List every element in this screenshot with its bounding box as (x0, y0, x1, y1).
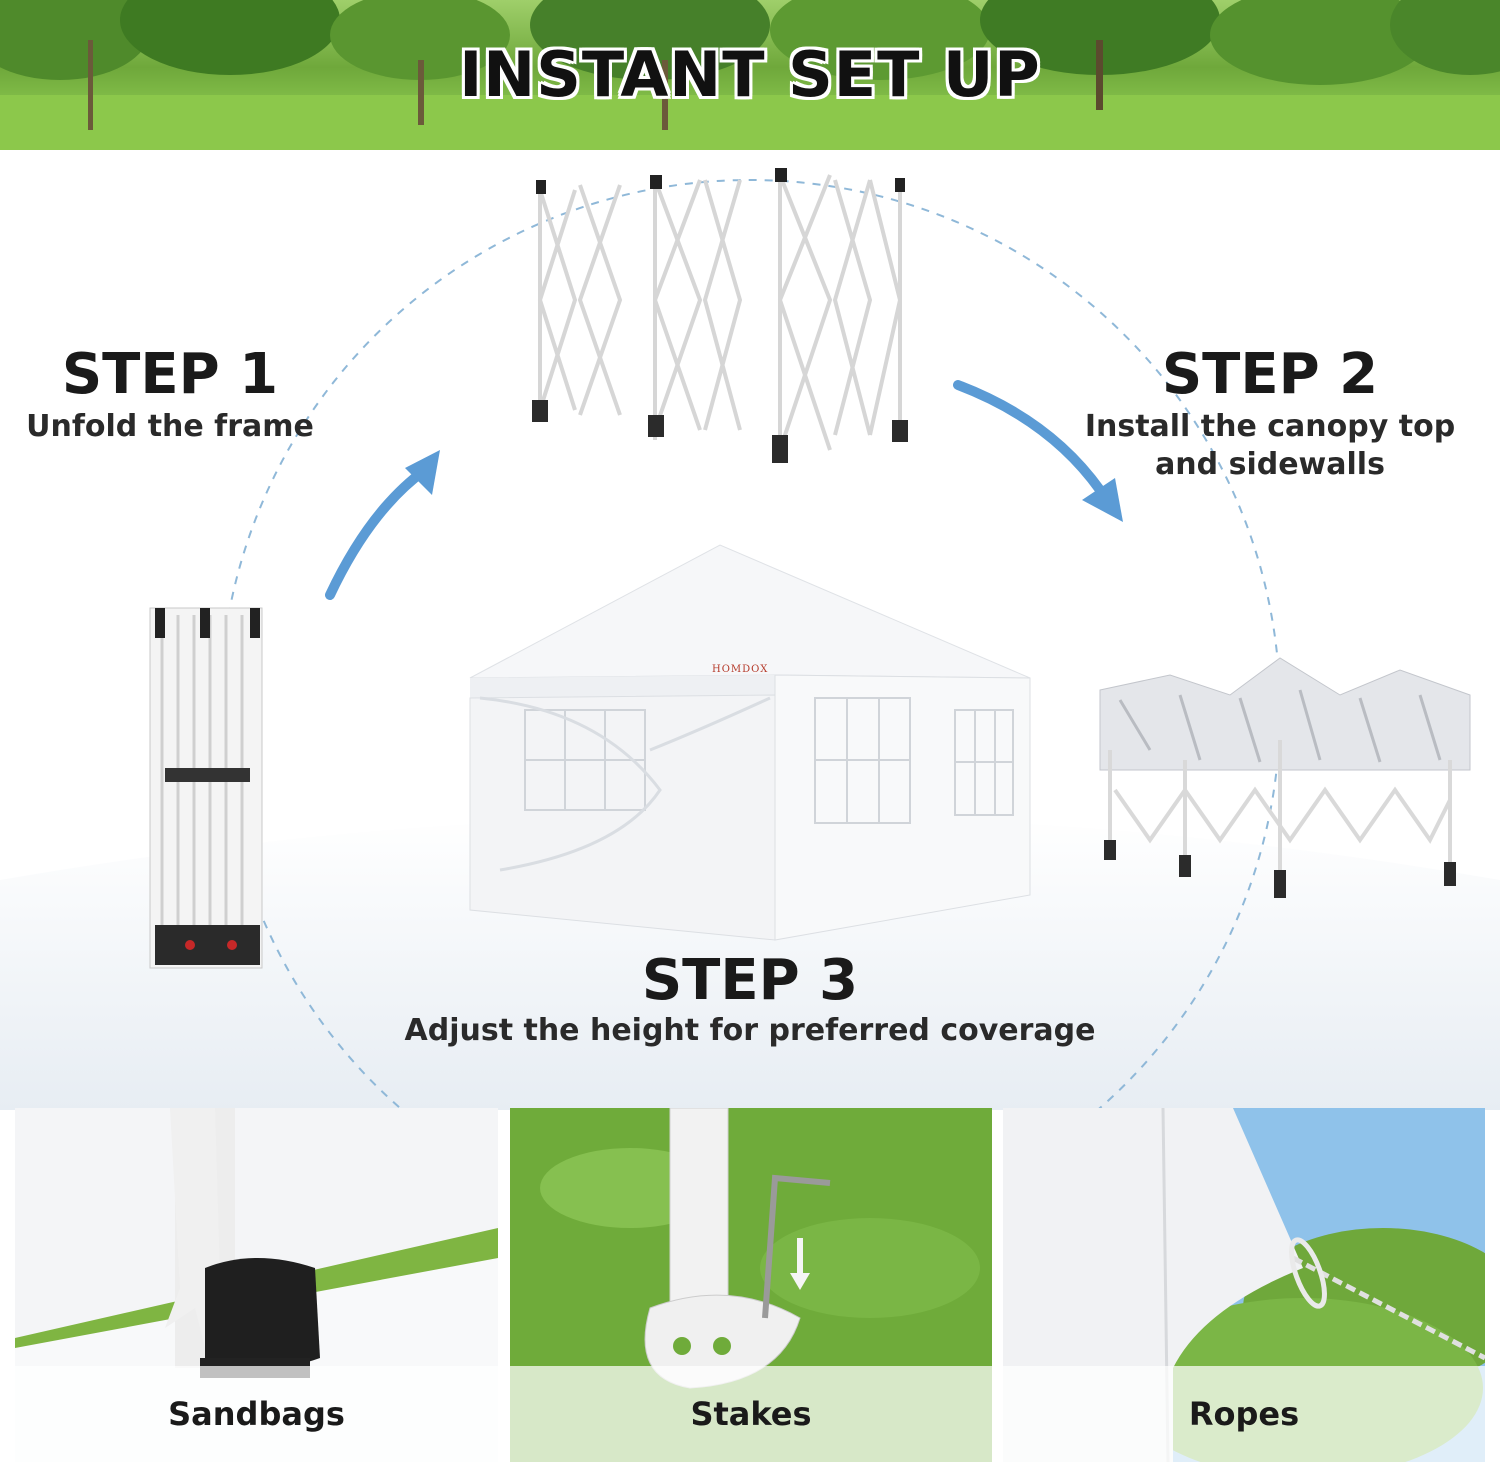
brand-logo: HOMDOX (712, 664, 769, 675)
step-1-title: STEP 1 (61, 342, 279, 407)
step-2-title: STEP 2 (1161, 342, 1379, 407)
arrow-up-right-icon (325, 450, 440, 600)
step-1-desc-line-1: Unfold the frame (26, 409, 314, 444)
ropes-label: Ropes (1003, 1366, 1485, 1462)
accessory-panel-ropes: Ropes (1003, 1108, 1485, 1462)
step-3-desc-line-1: Adjust the height for preferred coverage (404, 1013, 1096, 1048)
complete-tent (469, 544, 1031, 941)
stakes-label: Stakes (510, 1366, 992, 1462)
header-banner: INSTANT SET UP (0, 0, 1500, 150)
banner-title: INSTANT SET UP (459, 38, 1041, 111)
accessory-panel-sandbags: Sandbags (15, 1108, 498, 1462)
frame-feet (532, 168, 908, 463)
arrow-down-icon (790, 1273, 810, 1290)
floor-arc (0, 815, 1500, 1110)
step-2-desc-line-2: and sidewalls (1155, 447, 1385, 482)
folded-frame (149, 607, 263, 969)
sandbags-label: Sandbags (15, 1366, 498, 1462)
accessory-panel-stakes: Stakes (510, 1108, 992, 1462)
unfolded-frame (537, 170, 903, 460)
arrow-down-right-icon (953, 380, 1123, 522)
step-3-title: STEP 3 (641, 948, 859, 1013)
setup-scene (0, 168, 1500, 1110)
step-2-desc-line-1: Install the canopy top (1084, 409, 1456, 444)
frame-with-canopy (1099, 657, 1471, 898)
park-background (0, 0, 1500, 150)
